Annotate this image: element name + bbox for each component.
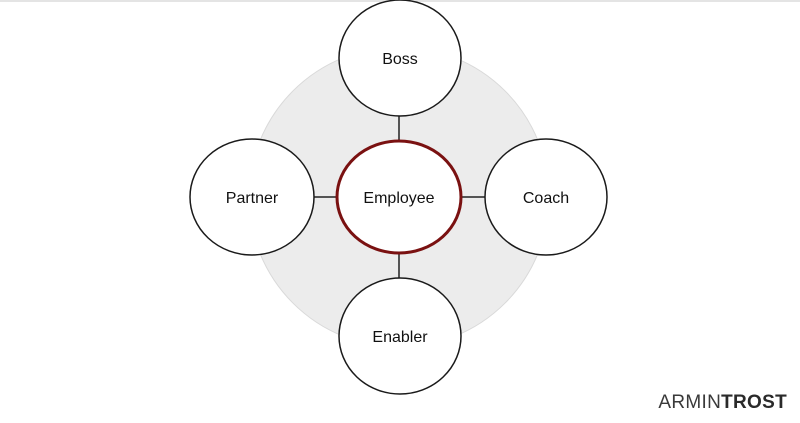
brand-first-name: ARMIN [658, 392, 722, 413]
node-coach-shape [484, 138, 608, 256]
node-enabler-label: Enabler [372, 329, 428, 346]
node-enabler-shape [338, 277, 462, 395]
node-partner-label: Partner [226, 190, 279, 207]
node-boss-shape [338, 0, 462, 117]
node-employee-shape [335, 139, 463, 255]
node-enabler: Enabler [338, 277, 462, 395]
brand-last-name: TROST [721, 392, 787, 413]
node-employee-label: Employee [363, 190, 434, 207]
node-coach-label: Coach [523, 190, 569, 207]
node-employee: Employee [335, 139, 463, 255]
node-boss-label: Boss [382, 51, 418, 68]
brand-logo: ARMINTROST [658, 392, 787, 414]
node-partner: Partner [189, 138, 315, 256]
node-boss: Boss [338, 0, 462, 117]
node-coach: Coach [484, 138, 608, 256]
node-partner-shape [189, 138, 315, 256]
